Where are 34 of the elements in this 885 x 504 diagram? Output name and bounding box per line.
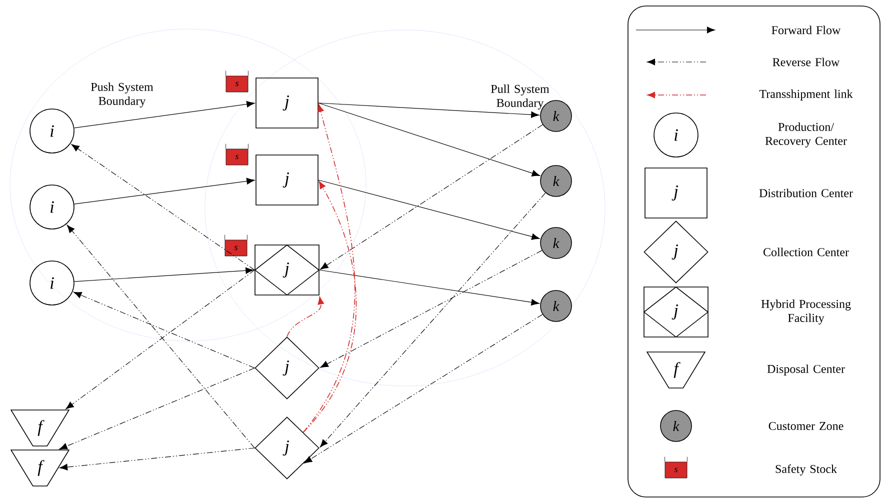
distribution-box: j: [256, 154, 318, 206]
arrow: [66, 224, 255, 448]
distribution-box: j: [256, 78, 318, 128]
arrow: [320, 124, 543, 270]
arrow: [71, 144, 255, 270]
arrow: [302, 180, 356, 433]
hybrid-facility-box: j: [254, 244, 320, 296]
legend-label: Customer Zone: [768, 422, 844, 430]
arrow: [73, 292, 255, 368]
legend-label: Collection Center: [764, 248, 849, 256]
legend-label: Transshipment link: [759, 90, 853, 100]
arrow: [59, 368, 255, 450]
hybrid-facility-box: j: [644, 286, 708, 338]
legend-label: Forward Flow: [772, 26, 841, 34]
arrow: [320, 192, 546, 448]
arrow: [304, 314, 543, 464]
arrow: [318, 102, 540, 118]
legend-label: Safety Stock: [776, 464, 838, 476]
legend-label: Production/ Recovery Center: [765, 122, 847, 148]
arrow: [74, 178, 255, 204]
legend-label: Disposal Center: [767, 364, 845, 376]
arrow: [74, 267, 254, 282]
arrow: [66, 270, 255, 410]
distribution-box: j: [644, 168, 708, 218]
legend-label: Reverse Flow: [772, 58, 840, 66]
arrow: [318, 180, 540, 240]
legend-label: Hybrid Processing Facility: [761, 300, 851, 324]
legend-label: Distribution Center: [759, 188, 853, 198]
arrow: [286, 296, 324, 337]
arrow: [59, 448, 255, 470]
arrow: [318, 102, 540, 176]
arrow: [74, 100, 255, 128]
arrow: [320, 250, 542, 368]
arrow: [319, 270, 540, 306]
